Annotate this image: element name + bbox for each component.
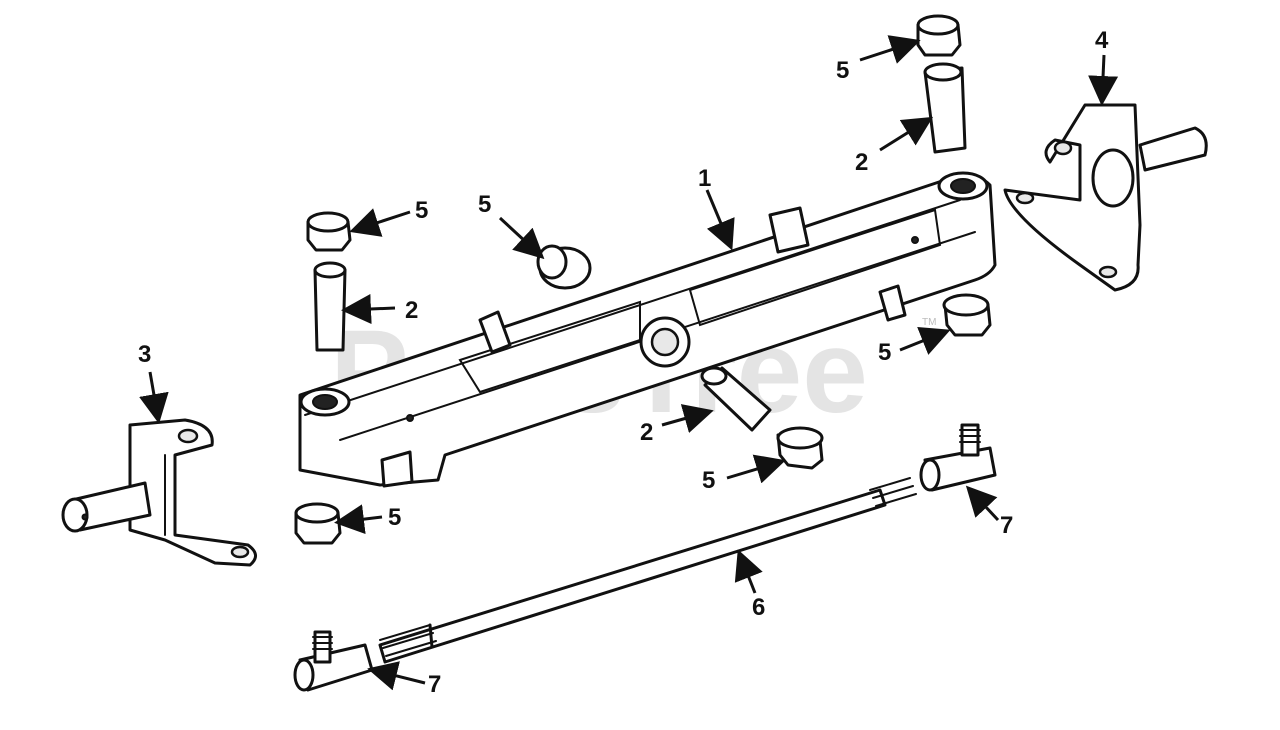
callout-6-tie-rod: 6 — [752, 594, 765, 621]
bushing-top-right — [923, 62, 967, 154]
axle-beam — [298, 171, 997, 488]
callout-2-top-right: 2 — [855, 149, 868, 176]
flange-bushing-middle — [536, 244, 592, 290]
callout-2-center: 2 — [640, 419, 653, 446]
callout-5-lower-left: 5 — [388, 504, 401, 531]
tie-rod-end-left — [293, 630, 374, 692]
bushing-center — [700, 366, 772, 432]
flange-bushing-right — [942, 293, 992, 337]
callout-7-left-end: 7 — [428, 671, 441, 698]
flange-bushing-top — [916, 14, 962, 57]
tie-rod — [378, 477, 917, 664]
callout-3-left-bracket: 3 — [138, 341, 151, 368]
callout-5-middle: 5 — [478, 191, 491, 218]
flange-bushing-lower-center — [776, 426, 824, 470]
flange-bushing-lower-left — [294, 502, 342, 545]
callout-2-left: 2 — [405, 297, 418, 324]
flange-bushing-left-top — [306, 211, 352, 252]
callout-5-left-top: 5 — [415, 197, 428, 224]
bushing-left — [313, 261, 347, 352]
callout-4-right-bracket: 4 — [1095, 27, 1109, 54]
tie-rod-end-right — [919, 423, 997, 492]
right-spindle-bracket — [1003, 103, 1208, 292]
callout-5-lower-center: 5 — [702, 467, 715, 494]
callout-5-right: 5 — [878, 339, 891, 366]
left-spindle-bracket — [61, 418, 257, 567]
callout-1-axle: 1 — [698, 165, 711, 192]
watermark-trademark: TM — [922, 317, 936, 328]
callout-7-right-end: 7 — [1000, 512, 1013, 539]
callout-5-top: 5 — [836, 57, 849, 84]
